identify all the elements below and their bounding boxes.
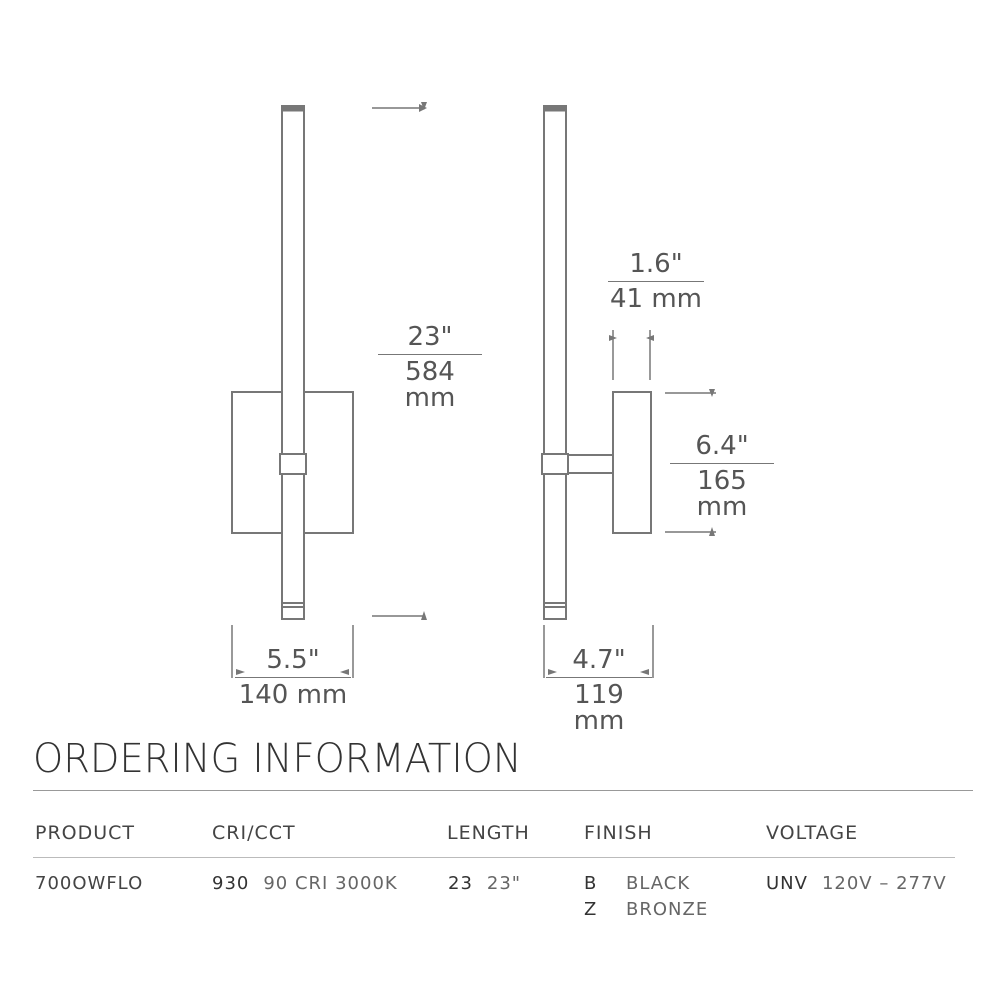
length-code: 23 [448,873,473,894]
length-option: 23 23" [448,873,521,894]
column-header-voltage: VOLTAGE [766,822,859,844]
voltage-code: UNV [766,873,808,894]
height-dimension-label: 23" 584 mm [378,324,482,411]
canopy-depth-dimension-label: 1.6" 41 mm [608,251,704,312]
front-rod [281,105,305,620]
voltage-option: UNV 120V – 277V [766,873,947,894]
header-divider [33,857,955,858]
column-header-product: PRODUCT [35,822,136,844]
voltage-desc: 120V – 277V [821,873,947,894]
front-view [231,105,354,620]
canopy-height-mm: 165 mm [696,466,748,522]
title-divider [33,790,973,791]
width-inches: 5.5" [235,647,351,678]
side-rod [543,105,567,620]
height-inches: 23" [378,324,482,355]
canopy-depth-mm: 41 mm [609,284,702,314]
height-dim-lines [372,107,424,617]
depth-mm: 119 mm [573,680,625,736]
finish-option-bronze: Z BRONZE [584,899,708,920]
cri-cct-option: 930 90 CRI 3000K [212,873,398,894]
width-dimension-label: 5.5" 140 mm [235,647,351,708]
depth-inches: 4.7" [546,647,652,678]
column-header-length: LENGTH [447,822,530,844]
finish-code: B [584,873,598,894]
depth-dimension-label: 4.7" 119 mm [546,647,652,734]
finish-desc: BLACK [626,873,691,894]
side-canopy [612,391,652,534]
length-desc: 23" [486,873,522,894]
side-rod-clamp [541,453,569,475]
width-mm: 140 mm [238,680,348,710]
canopy-height-dimension-label: 6.4" 165 mm [670,433,774,520]
finish-option-black: B BLACK [584,873,690,894]
canopy-depth-inches: 1.6" [608,251,704,282]
front-rod-clamp [279,453,307,475]
side-view [541,105,652,620]
canopy-height-inches: 6.4" [670,433,774,464]
cri-cct-desc: 90 CRI 3000K [263,873,398,894]
ordering-title: ORDERING INFORMATION [33,736,522,782]
product-code: 700OWFLO [35,873,144,894]
finish-desc: BRONZE [626,899,709,920]
height-mm: 584 mm [404,357,456,413]
cri-cct-code: 930 [212,873,250,894]
side-arm [567,454,614,474]
finish-code: Z [584,899,598,920]
column-header-cri-cct: CRI/CCT [212,822,296,844]
column-header-finish: FINISH [584,822,653,844]
